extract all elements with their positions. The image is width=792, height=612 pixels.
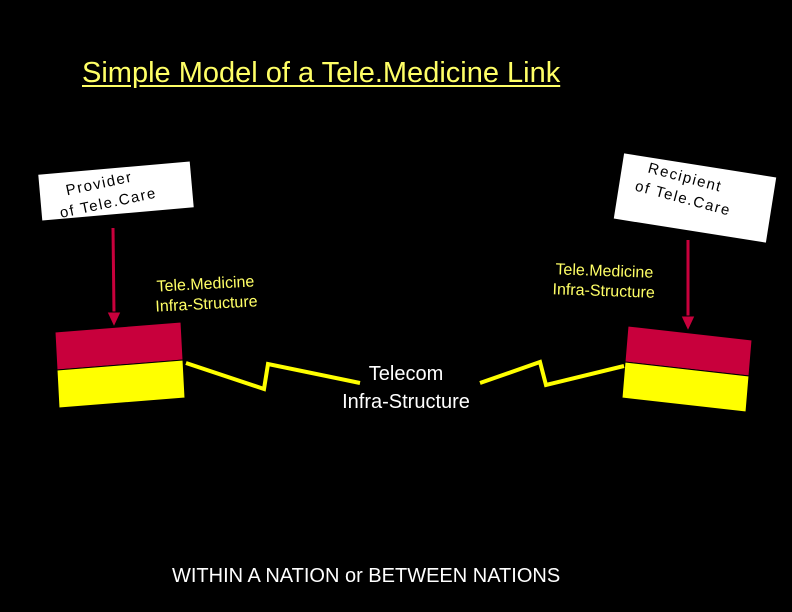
infra-right-label: Tele.Medicine Infra-Structure — [533, 260, 674, 305]
slide-title: Simple Model of a Tele.Medicine Link — [82, 57, 561, 89]
footer-caption: WITHIN A NATION or BETWEEN NATIONS — [172, 565, 561, 587]
telecom-link-right — [479, 359, 625, 388]
right-flag-bottom-band — [621, 361, 750, 413]
recipient-arrow-head — [680, 315, 696, 333]
telecom-line2: Infra-Structure — [342, 391, 470, 413]
provider-arrow-head — [106, 311, 122, 329]
telecom-line1: Telecom — [368, 363, 444, 385]
provider-arrow-shaft — [111, 227, 116, 315]
telecom-label: Telecom Infra-Structure — [318, 360, 494, 416]
left-flag-bottom-band — [56, 359, 186, 409]
infra-left-label: Tele.Medicine Infra-Structure — [135, 271, 277, 318]
telecom-link-left — [185, 361, 361, 392]
